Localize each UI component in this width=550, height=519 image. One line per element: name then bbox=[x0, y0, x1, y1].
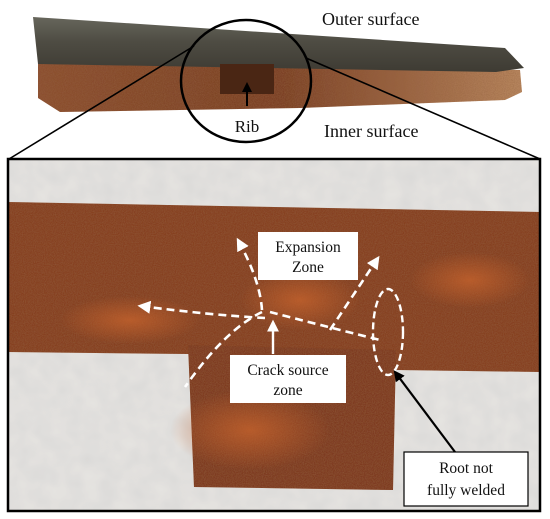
overview-photo bbox=[33, 17, 524, 112]
zoom-line-left bbox=[8, 45, 195, 160]
root-line2: fully welded bbox=[427, 482, 505, 499]
expansion-zone-box bbox=[258, 232, 358, 280]
rust-patch-2 bbox=[240, 270, 360, 330]
root-line1: Root not bbox=[439, 460, 494, 477]
rust-patch-4 bbox=[410, 252, 530, 308]
rust-patch-3 bbox=[170, 390, 330, 470]
inner-surface-label: Inner surface bbox=[324, 121, 418, 141]
detail-frame bbox=[6, 157, 542, 513]
magnifier-circle bbox=[179, 18, 313, 144]
root-box bbox=[403, 451, 529, 507]
crack-source-line1: Crack source bbox=[247, 362, 328, 379]
expansion-zone-line2: Zone bbox=[292, 259, 324, 276]
rib-label: Rib bbox=[235, 117, 260, 136]
root-ellipse bbox=[371, 287, 405, 377]
crack-source-line2: zone bbox=[273, 382, 302, 399]
crack-source-box bbox=[230, 355, 346, 403]
crack-path-left bbox=[137, 300, 266, 320]
crack-paths bbox=[137, 237, 381, 388]
root-arrow bbox=[393, 370, 456, 453]
crack-path-lower-left bbox=[183, 310, 263, 388]
rust-patch-1 bbox=[60, 296, 200, 344]
outer-surface-label: Outer surface bbox=[322, 9, 419, 29]
expansion-zone-line1: Expansion bbox=[275, 239, 341, 256]
crack-path-upper-left bbox=[236, 237, 264, 311]
crack-path-lower-right bbox=[269, 310, 381, 342]
overview-outer-bar bbox=[33, 17, 524, 72]
crack-path-up-right bbox=[328, 255, 380, 331]
zoom-line-right bbox=[305, 57, 541, 160]
